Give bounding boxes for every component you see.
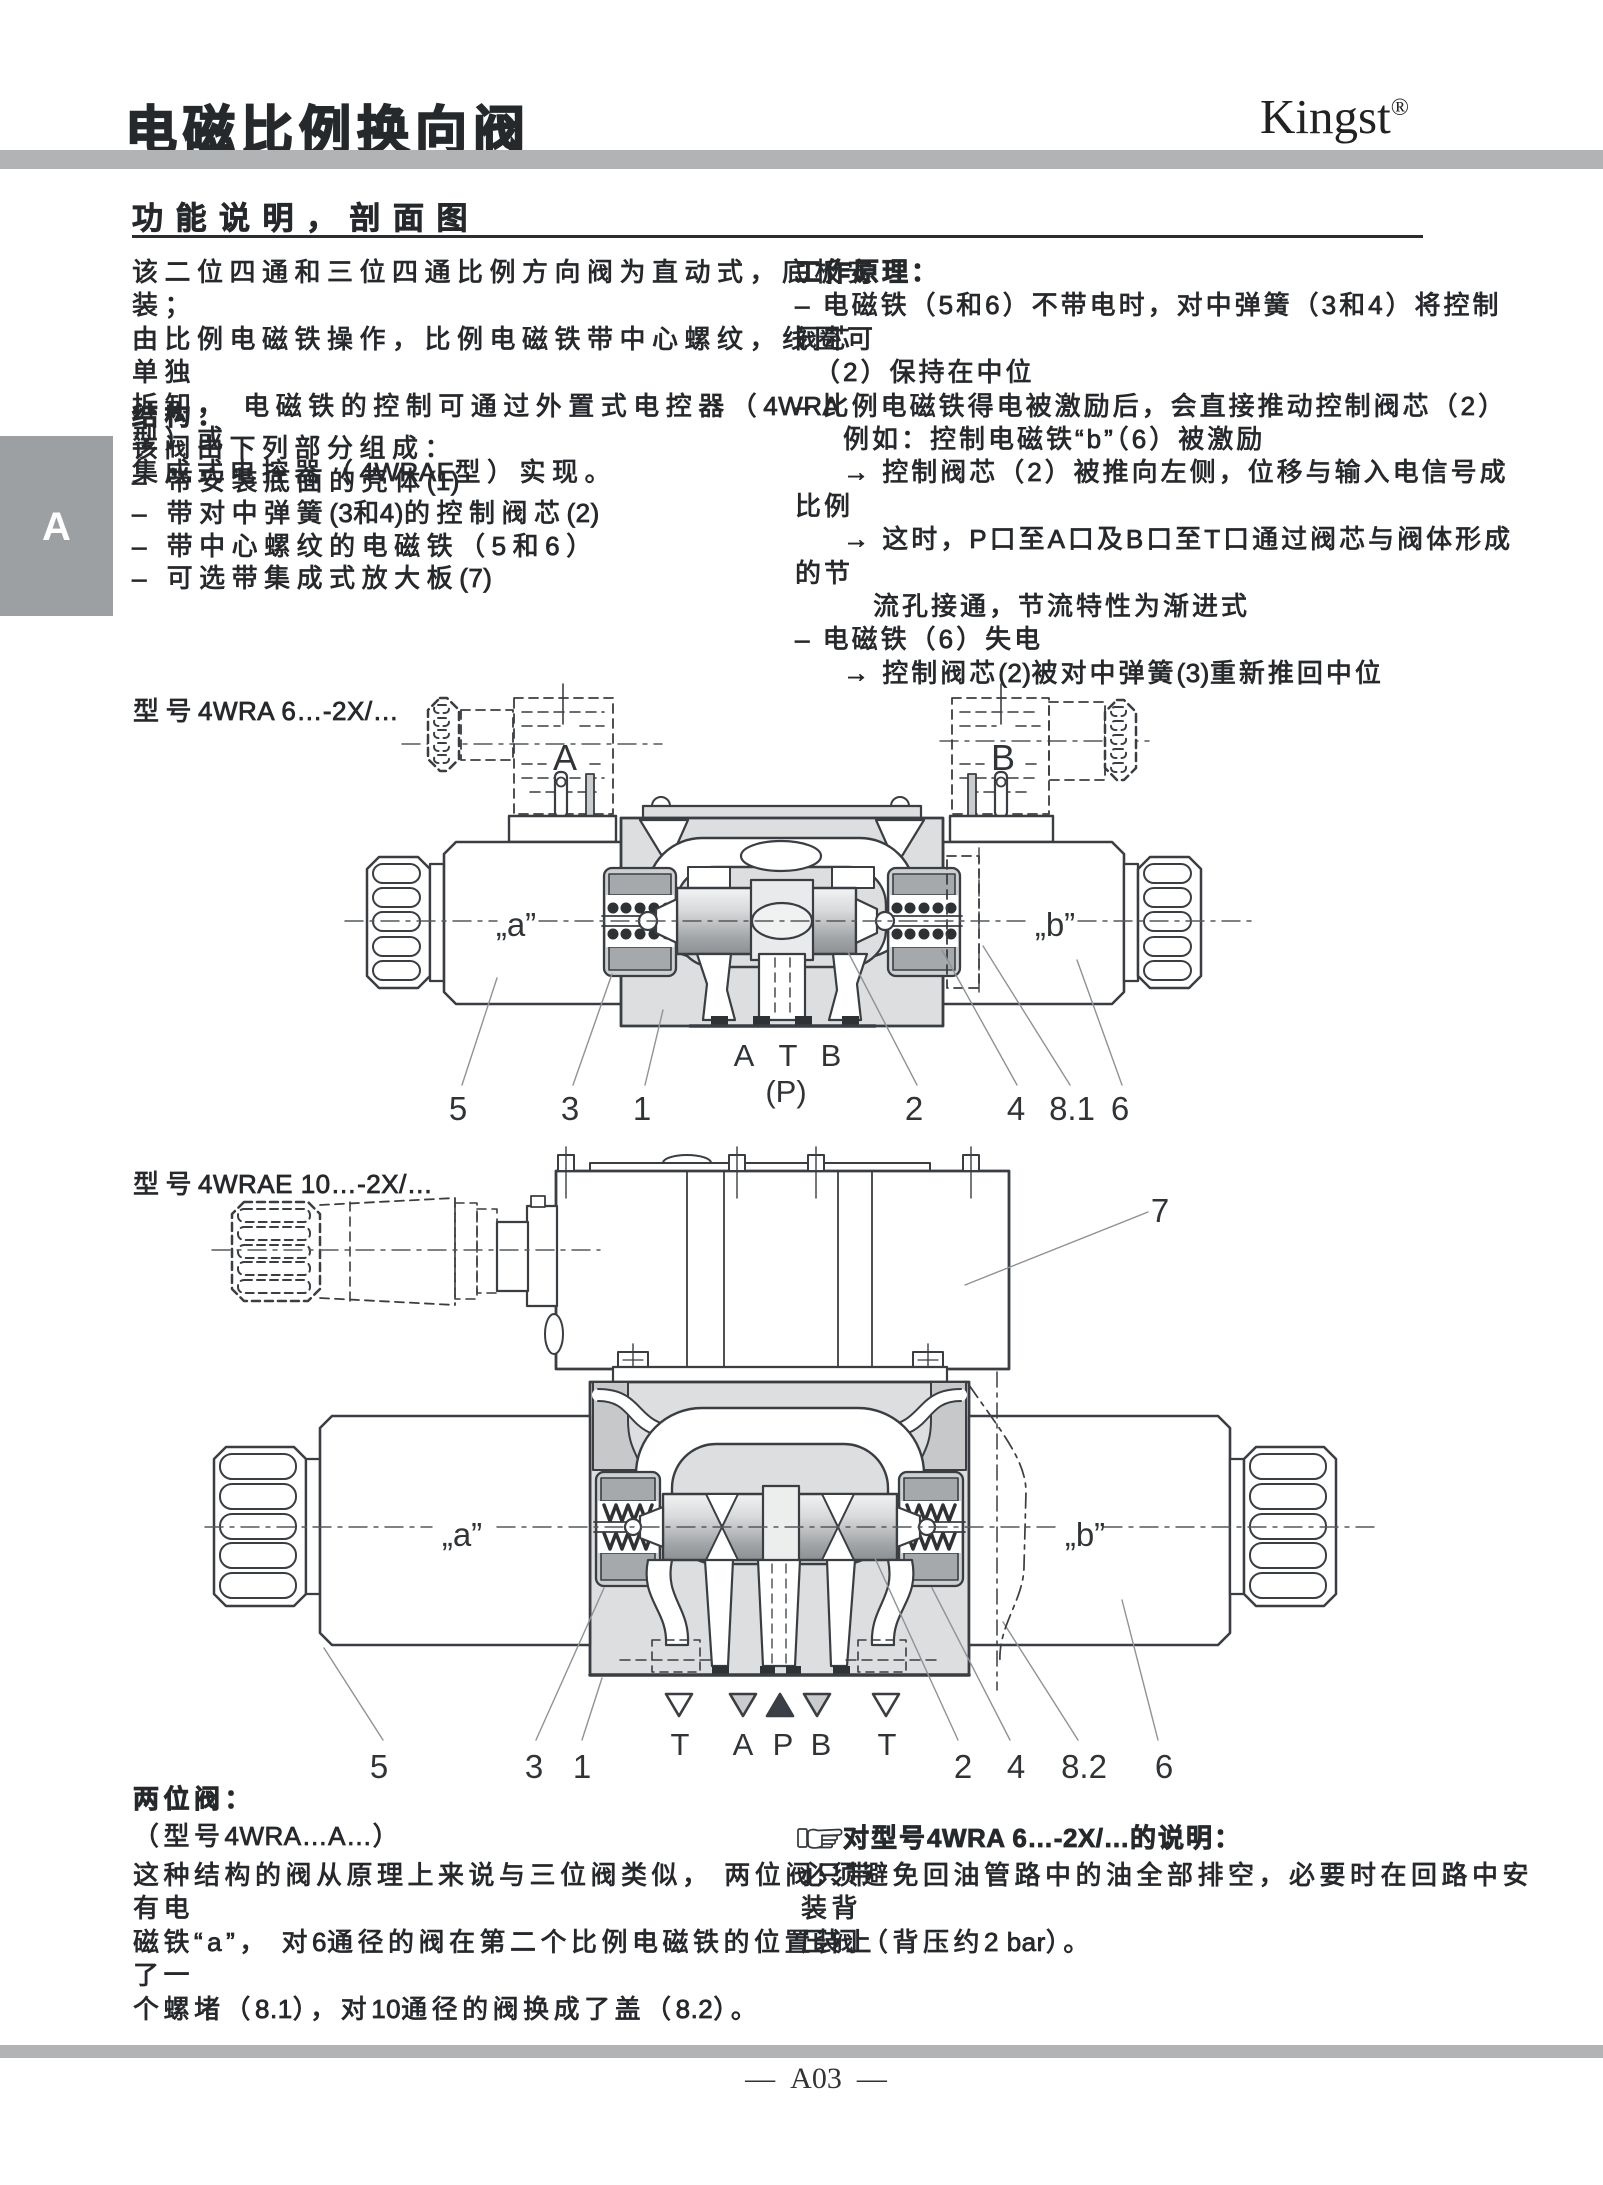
svg-text:1: 1 — [633, 1090, 651, 1127]
svg-text:„b”: „b” — [1065, 1516, 1105, 1553]
svg-text:8.2: 8.2 — [1061, 1748, 1107, 1785]
svg-text:T: T — [671, 1727, 690, 1762]
svg-text:1: 1 — [573, 1748, 591, 1785]
svg-text:4: 4 — [1007, 1748, 1025, 1785]
svg-text:3: 3 — [561, 1090, 579, 1127]
svg-text:8.1: 8.1 — [1049, 1090, 1095, 1127]
svg-text:4: 4 — [1007, 1090, 1025, 1127]
svg-text:2: 2 — [954, 1748, 972, 1785]
svg-text:„a”: „a” — [442, 1516, 482, 1553]
svg-text:3: 3 — [525, 1748, 543, 1785]
svg-text:A: A — [734, 1038, 755, 1073]
svg-text:2: 2 — [905, 1090, 923, 1127]
svg-text:B: B — [811, 1727, 832, 1762]
svg-text:5: 5 — [370, 1748, 388, 1785]
svg-text:A: A — [733, 1727, 754, 1762]
svg-text:6: 6 — [1111, 1090, 1129, 1127]
svg-text:B: B — [821, 1038, 842, 1073]
svg-text:„b”: „b” — [1035, 906, 1075, 943]
svg-text:P: P — [773, 1727, 794, 1762]
svg-text:7: 7 — [1151, 1192, 1169, 1229]
svg-text:A: A — [553, 737, 577, 778]
svg-text:6: 6 — [1155, 1748, 1173, 1785]
svg-text:T: T — [878, 1727, 897, 1762]
svg-text:5: 5 — [449, 1090, 467, 1127]
svg-text:T: T — [779, 1038, 798, 1073]
svg-text:(P): (P) — [765, 1074, 806, 1109]
svg-text:„a”: „a” — [496, 906, 536, 943]
